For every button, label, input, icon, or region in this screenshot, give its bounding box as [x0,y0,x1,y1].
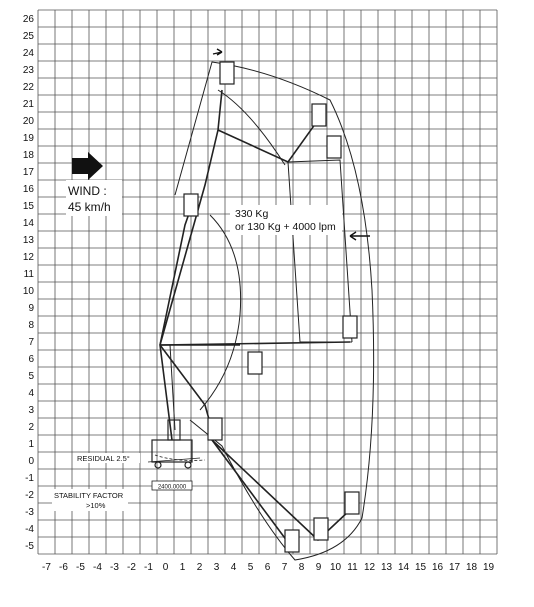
inner-envelope-arc-upper [217,89,286,166]
slope-line [147,457,201,463]
x-tick-label: 3 [214,562,220,573]
wind-arrow-icon [72,152,103,180]
y-tick-label: -5 [25,541,34,552]
x-tick-label: 4 [231,562,237,573]
load-label-line1: 330 Kg [235,208,268,220]
load-label-line2: or 130 Kg + 4000 lpm [235,221,336,233]
basket-icon [342,315,358,339]
x-tick-label: 0 [163,562,169,573]
y-tick-label: 24 [23,48,35,59]
y-tick-label: 18 [23,150,35,161]
y-tick-label: 10 [23,286,35,297]
base-width-label: 2400.0000 [158,485,187,491]
y-tick-label: 1 [28,439,34,450]
x-tick-label: 2 [197,562,203,573]
y-tick-label: 23 [23,65,35,76]
y-axis-labels: 2625242322212019181716151413121110987654… [23,14,35,552]
x-tick-label: 8 [299,562,305,573]
x-tick-label: -3 [110,562,119,573]
y-tick-label: 11 [24,269,35,280]
y-tick-label: 0 [28,456,34,467]
x-tick-label: 7 [282,562,288,573]
basket-icon [311,103,327,127]
vehicle-icon [151,419,193,469]
y-tick-label: 21 [23,99,35,110]
x-tick-label: -2 [127,562,136,573]
basket-icon [284,529,300,553]
y-tick-label: 16 [23,184,35,195]
x-tick-label: -6 [59,562,68,573]
y-tick-label: 15 [23,201,35,212]
x-tick-label: -4 [93,562,102,573]
x-tick-label: 1 [180,562,186,573]
y-tick-label: 19 [23,133,35,144]
y-tick-label: 22 [23,82,35,93]
x-tick-label: 19 [483,562,495,573]
basket-icon [344,491,360,515]
boom-positions [159,89,351,546]
base-width-box [151,480,193,491]
y-tick-label: 7 [28,337,34,348]
x-tick-label: -5 [76,562,85,573]
y-tick-label: 2 [28,422,34,433]
residual-label: RESIDUAL 2.5° [77,454,130,463]
x-tick-label: 10 [330,562,342,573]
x-tick-label: 9 [316,562,322,573]
x-tick-label: 12 [364,562,376,573]
wind-label: WIND : [68,184,107,198]
x-tick-label: 5 [248,562,254,573]
basket-icon [183,193,199,217]
y-tick-label: -1 [25,473,34,484]
x-tick-label: 13 [381,562,393,573]
y-tick-label: 3 [28,405,34,416]
residual-bg [74,453,140,463]
y-tick-label: 25 [23,31,35,42]
y-tick-label: 20 [23,116,35,127]
x-tick-label: 14 [398,562,410,573]
y-tick-label: 12 [23,252,35,263]
x-tick-label: 18 [466,562,478,573]
basket-positions [183,61,360,553]
inner-envelope-arc [199,214,242,411]
wind-value: 45 km/h [68,200,111,214]
basket-icon [326,135,342,159]
stability-label-line1: STABILITY FACTOR [54,491,124,500]
y-tick-label: 8 [28,320,34,331]
x-tick-label: 15 [415,562,427,573]
y-tick-label: 14 [23,218,35,229]
x-tick-label: 6 [265,562,271,573]
basket-icon [207,417,223,441]
y-tick-label: 9 [28,303,34,314]
y-tick-label: 13 [23,235,35,246]
stability-label-line2: >10% [86,501,106,510]
reach-line-upper [287,159,353,343]
wind-label-bg [66,180,122,216]
y-tick-label: 4 [28,388,34,399]
y-tick-label: -2 [25,490,34,501]
x-tick-label: 17 [449,562,461,573]
x-tick-label: -7 [42,562,51,573]
y-tick-label: -3 [25,507,34,518]
x-tick-label: -1 [144,562,153,573]
basket-icon [219,61,235,85]
chart-grid [37,9,498,555]
y-tick-label: -4 [25,524,34,535]
y-tick-label: 5 [28,371,34,382]
y-tick-label: 26 [23,14,35,25]
reach-arrow-icon [212,48,223,56]
y-tick-label: 6 [28,354,34,365]
basket-icon [313,517,329,541]
load-label-bg [230,205,342,235]
x-tick-label: 16 [432,562,444,573]
basket-icon [247,351,263,375]
load-arrow-icon [349,231,370,241]
x-tick-label: 11 [347,562,358,573]
residual-line [154,454,206,461]
stability-bg [52,489,128,511]
y-tick-label: 17 [23,167,35,178]
